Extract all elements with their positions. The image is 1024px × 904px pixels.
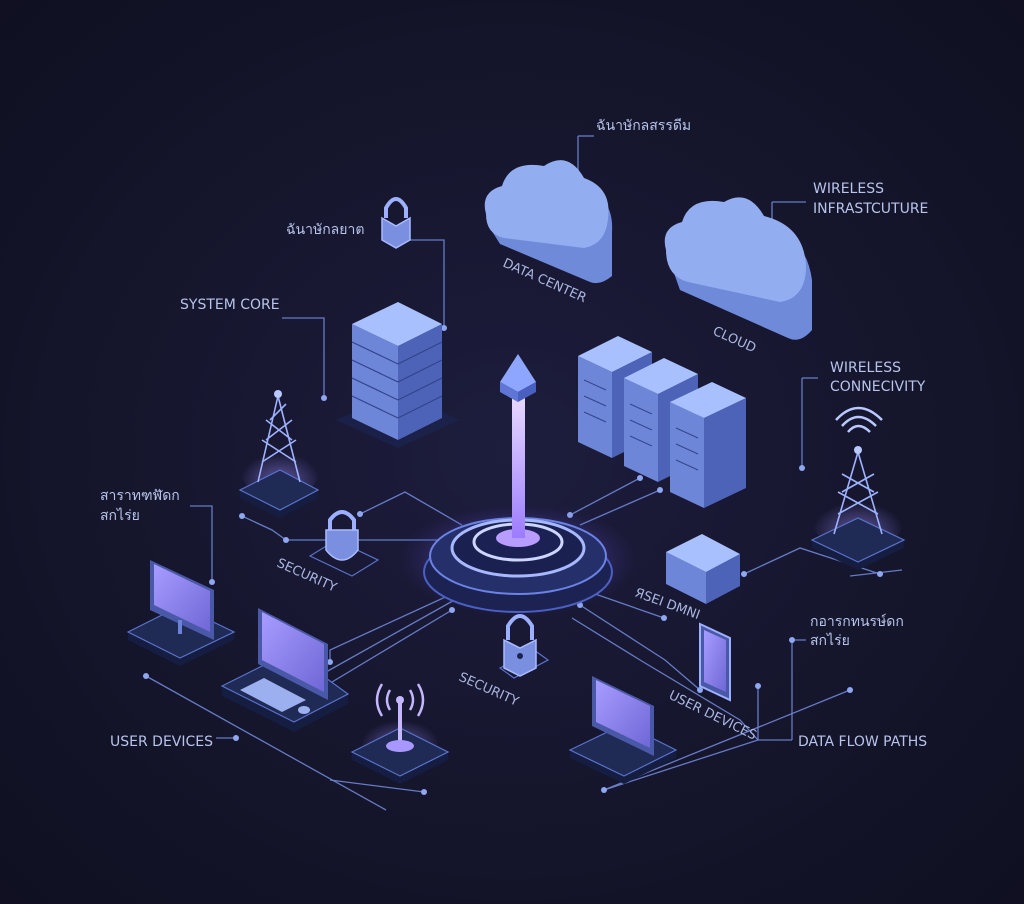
label-thai-left-2: สกไร่ย bbox=[100, 507, 140, 524]
radio-tower-left-icon bbox=[238, 390, 320, 518]
lock-top-icon bbox=[381, 197, 411, 249]
radio-tower-right-icon bbox=[810, 406, 906, 570]
data-center-cloud-icon bbox=[484, 160, 613, 284]
label-security-left: SECURITY bbox=[274, 556, 338, 596]
central-hub bbox=[398, 354, 638, 616]
storage-box-icon bbox=[666, 534, 740, 604]
label-thai-right-1: กอารกทนรษ์ดก bbox=[810, 613, 904, 630]
label-thai-right-2: สกไร่ย bbox=[810, 632, 850, 649]
label-system-core: SYSTEM CORE bbox=[180, 297, 280, 313]
wifi-antenna-icon bbox=[350, 683, 450, 784]
label-wireless-infrastructure-2: INFRASTCUTURE bbox=[813, 201, 928, 217]
desktop-computer-icon bbox=[220, 608, 350, 732]
server-stack-icon bbox=[336, 302, 460, 448]
lock-center-icon bbox=[498, 614, 550, 679]
label-cloud: CLOUD bbox=[710, 324, 758, 356]
shield-lock-left-icon bbox=[308, 510, 380, 577]
cloud-icon bbox=[664, 197, 812, 340]
label-wireless-infrastructure-1: WIRELESS bbox=[813, 181, 884, 197]
label-user-devices-left: USER DEVICES bbox=[110, 734, 213, 750]
label-thai-lock: ฉันาษักลยาต bbox=[286, 222, 364, 238]
label-thai-left-1: สาราทฑฬัดก bbox=[100, 488, 180, 504]
monitor-right-icon bbox=[568, 676, 678, 784]
server-racks-icon bbox=[578, 336, 746, 508]
label-data-flow-paths: DATA FLOW PATHS bbox=[798, 734, 927, 750]
label-wireless-connectivity-1: WIRELESS bbox=[830, 360, 901, 376]
mobile-phone-icon bbox=[699, 622, 731, 702]
label-thai-top: ฉันาษักลสรรดีม bbox=[596, 118, 691, 134]
label-user-devices-right: USER DEVICES bbox=[666, 688, 759, 743]
label-wireless-connectivity-2: CONNECIVITY bbox=[830, 379, 926, 395]
monitor-left-icon bbox=[126, 560, 236, 666]
